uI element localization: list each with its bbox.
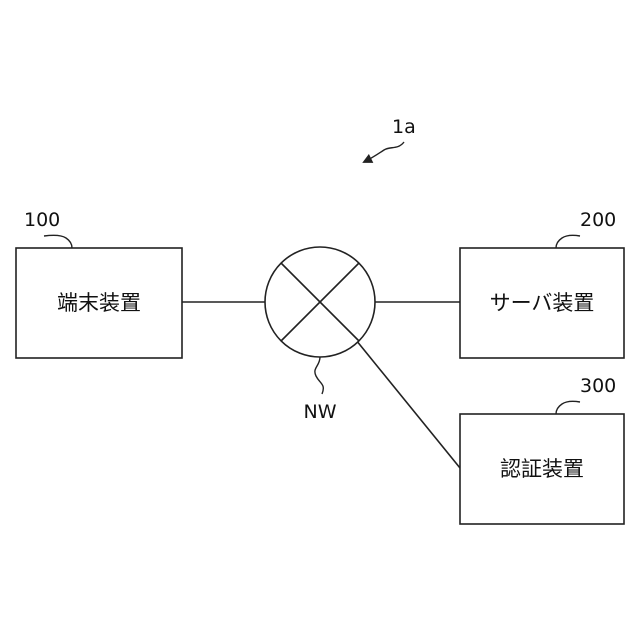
auth-device-leader [556,401,580,414]
network-label: NW [304,401,337,423]
figure-arrow [364,142,404,162]
server-device-node: 200 サーバ装置 [460,209,624,358]
figure-label: 1a [392,116,416,138]
terminal-device-ref: 100 [24,209,60,231]
network-leader [315,357,323,394]
server-device-name: サーバ装置 [490,291,595,315]
terminal-device-node: 100 端末装置 [16,209,182,358]
server-device-leader [556,235,580,248]
server-device-ref: 200 [580,209,616,231]
terminal-device-leader [44,235,72,248]
auth-device-name: 認証装置 [500,457,584,481]
auth-device-node: 300 認証装置 [460,375,624,524]
terminal-device-name: 端末装置 [57,291,141,315]
auth-device-ref: 300 [580,375,616,397]
link-network-auth [356,340,460,468]
network-node: NW [182,247,460,468]
